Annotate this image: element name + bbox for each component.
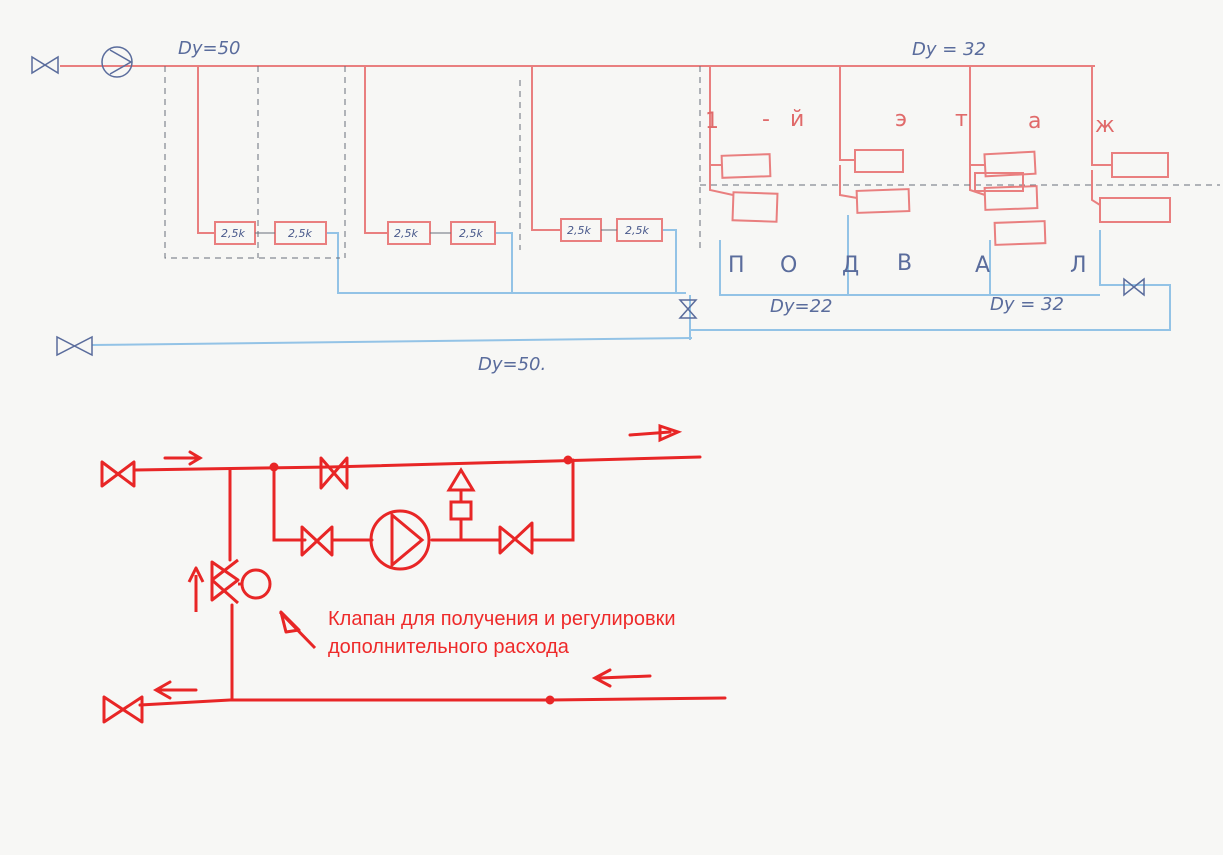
valve-icon xyxy=(100,460,136,488)
radiator-label: 2,5k xyxy=(288,227,312,240)
note-line-2: дополнительного расхода xyxy=(328,636,569,658)
bypass-scheme xyxy=(133,423,727,707)
valve-icon xyxy=(319,456,349,490)
valve-note: Клапан для получения и регулировки допол… xyxy=(328,605,676,661)
pump-icon xyxy=(101,46,133,78)
basement-letter: Д xyxy=(842,253,859,278)
basement-letter: В xyxy=(897,251,912,276)
return-pipework xyxy=(91,215,1171,346)
valve-icon xyxy=(102,695,144,724)
radiator-group-left xyxy=(214,218,663,245)
radiator-label: 2,5k xyxy=(459,227,483,240)
pump-icon xyxy=(369,509,431,571)
radiator-label: 2,5k xyxy=(567,224,591,237)
dn-label: Dy = 32 xyxy=(912,39,986,60)
pointer-arrow xyxy=(278,610,317,650)
dn-label: Dy=50. xyxy=(478,354,546,375)
floor-letter: й xyxy=(790,107,804,132)
radiator-group-floor xyxy=(720,149,1171,246)
valve-icon xyxy=(56,335,93,357)
valve-icon xyxy=(1123,277,1145,297)
valve-icon xyxy=(31,55,59,75)
floor-letter: т xyxy=(955,107,968,132)
basement-letter: П xyxy=(728,253,745,278)
floor-letter: а xyxy=(1028,109,1041,134)
radiator-label: 2,5k xyxy=(394,227,418,240)
three-way-valve-icon xyxy=(187,558,240,612)
dn-label: Dy=50 xyxy=(178,38,241,59)
valve-icon xyxy=(300,525,334,557)
supply-pipework xyxy=(60,65,1112,234)
radiator-label: 2,5k xyxy=(625,224,649,237)
basement-letter: Л xyxy=(1070,253,1087,278)
floor-letter: - xyxy=(762,107,770,132)
floor-letter: ж xyxy=(1095,113,1115,138)
actuator-icon xyxy=(238,568,272,600)
basement-letter: А xyxy=(975,253,990,278)
dn-label: Dy=22 xyxy=(770,296,833,317)
valve-icon xyxy=(498,521,534,555)
expansion-tank-icon xyxy=(446,467,476,540)
floor-letter: э xyxy=(895,107,907,132)
floor-letter: 1 xyxy=(705,109,719,134)
valve-icon xyxy=(678,299,698,319)
dn-label: Dy = 32 xyxy=(990,294,1064,315)
dashed-guides xyxy=(164,66,1220,259)
basement-letter: О xyxy=(780,253,797,278)
note-line-1: Клапан для получения и регулировки xyxy=(328,608,676,630)
radiator-label: 2,5k xyxy=(221,227,245,240)
